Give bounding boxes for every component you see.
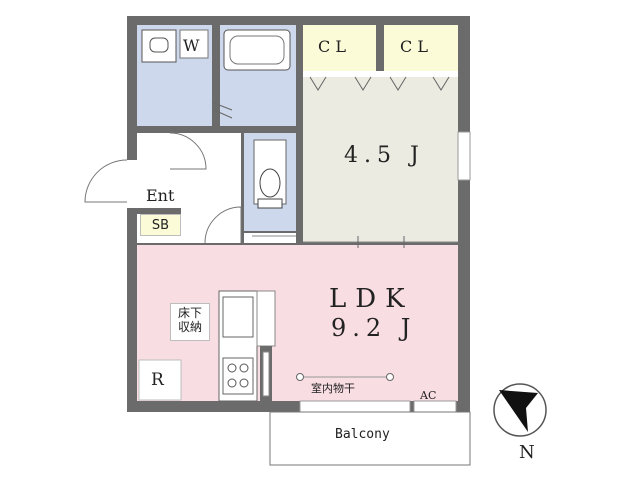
closet-left (303, 25, 376, 71)
toilet-bowl (259, 168, 281, 198)
washroom-label: W (183, 36, 200, 55)
floor-storage-line2: 収納 (177, 320, 202, 334)
balcony-window (299, 400, 411, 413)
drying-rack-label: 室内物干 (311, 382, 355, 395)
kitchen-sink (222, 296, 254, 338)
shoe-box-label: SB (140, 214, 181, 236)
balcony-floor (269, 411, 471, 466)
counter-shelf (256, 290, 276, 347)
compass-ring (493, 383, 547, 437)
balcony-label: Balcony (335, 427, 390, 442)
entrance-label: Ent (146, 186, 175, 205)
refrigerator-space (138, 359, 182, 401)
floor-storage-line1: 床下 (177, 306, 202, 320)
ldk-door-swing (204, 206, 242, 244)
floor-storage-label: 床下 収納 (170, 303, 210, 341)
entrance-door-swing (84, 159, 128, 203)
basin-bowl (149, 37, 169, 53)
closet-door-marks (309, 76, 450, 91)
bedroom-size-label: 4.5 J (344, 143, 425, 168)
bath-door-swing (213, 102, 233, 111)
closet-right (384, 25, 458, 71)
ldk-size-label: 9.2 J (331, 314, 417, 342)
washing-machine-space (179, 29, 209, 59)
bedroom-floor (303, 76, 458, 242)
closet-right-label: C L (400, 37, 428, 56)
cooktop (222, 357, 254, 395)
closet-left-label: C L (318, 37, 346, 56)
entrance-door-opening (127, 160, 137, 208)
ac-sleeve (413, 400, 457, 413)
closet-door-strip (303, 71, 458, 77)
toilet-tank (257, 198, 283, 209)
entrance-step (137, 208, 181, 214)
bedroom-window (457, 131, 471, 181)
compass-north-label: N (519, 442, 535, 463)
air-conditioner-label: AC (420, 389, 437, 402)
compass-arrow (499, 390, 538, 432)
refrigerator-label: R (151, 370, 164, 390)
ldk-name-label: LDK (329, 284, 414, 314)
washroom-door-swing (169, 132, 207, 170)
toilet-door-gap (244, 233, 296, 243)
